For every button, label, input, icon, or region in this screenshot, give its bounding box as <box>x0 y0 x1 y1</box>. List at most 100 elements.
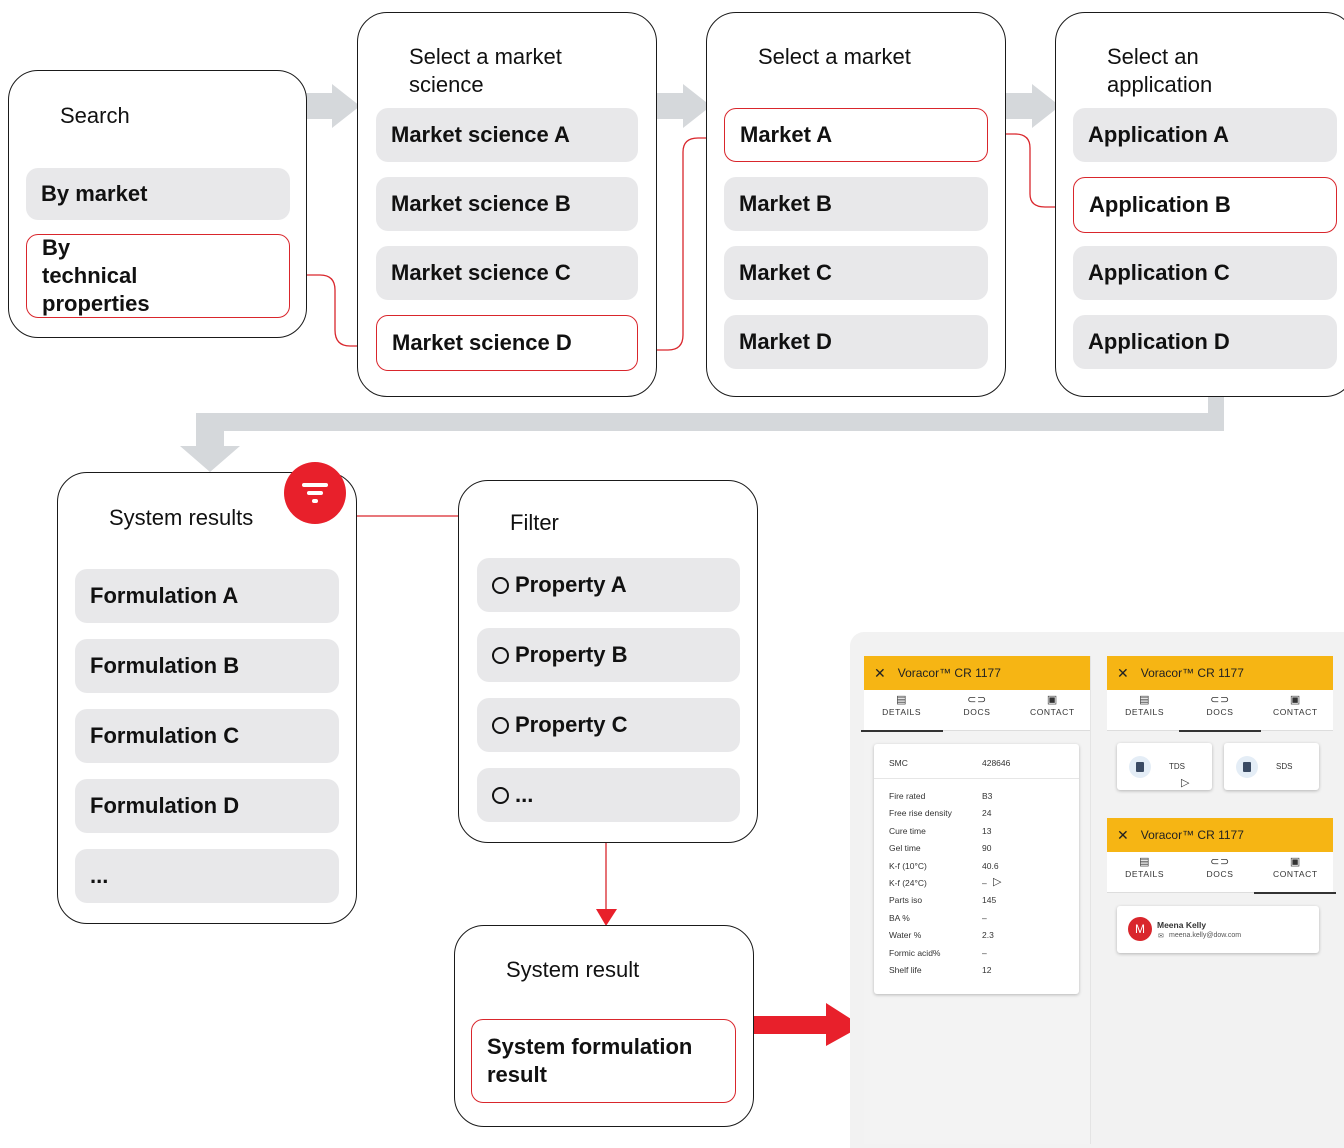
application-a-button[interactable]: Application A <box>1073 108 1337 162</box>
system-formulation-result-item[interactable]: System formulation result <box>471 1019 736 1103</box>
tab-docs[interactable]: ⊂⊃DOCS <box>1185 852 1255 892</box>
tab-details-label: DETAILS <box>882 707 922 717</box>
search-by-market-button[interactable]: By market <box>26 168 290 220</box>
property-label: Free rise density <box>889 808 952 819</box>
tab-details-label: DETAILS <box>1125 869 1165 879</box>
filter-icon-glyph <box>302 483 328 503</box>
market-science-a-button[interactable]: Market science A <box>376 108 638 162</box>
market-science-d-button[interactable]: Market science D <box>376 315 638 371</box>
property-value: 90 <box>982 843 992 854</box>
mail-icon: ✉ <box>1158 933 1164 940</box>
radio-icon[interactable] <box>492 646 509 664</box>
contact-panel-product: Voracor™ CR 1177 <box>1140 828 1244 842</box>
property-label: Parts iso <box>889 895 923 906</box>
contact-panel-header: ✕ Voracor™ CR 1177 <box>1107 818 1333 852</box>
details-panel-product: Voracor™ CR 1177 <box>897 666 1001 680</box>
property-label: BA % <box>889 912 910 923</box>
contact-email[interactable]: meena.kelly@dow.com <box>1169 932 1242 939</box>
property-label: K-f (24°C) <box>889 878 927 888</box>
property-more-label: ... <box>515 782 534 807</box>
property-label: Formic acid% <box>889 947 941 958</box>
tds-label: TDS <box>1169 762 1185 771</box>
filter-icon[interactable] <box>284 462 346 524</box>
details-panel-header: ✕ Voracor™ CR 1177 <box>864 656 1090 690</box>
tab-contact[interactable]: ▣CONTACT <box>1254 852 1337 894</box>
close-icon[interactable]: ✕ <box>1117 664 1129 681</box>
formulation-more-item[interactable]: ... <box>75 849 339 903</box>
formulation-d-item[interactable]: Formulation D <box>75 779 339 833</box>
property-value: – <box>982 912 987 923</box>
connector-tech-to-science-d <box>290 274 376 347</box>
search-by-technical-properties-button[interactable]: By technical properties <box>26 234 290 318</box>
tds-doc-card[interactable]: TDS ▷ <box>1117 743 1212 790</box>
flow-arrow-down <box>180 397 1224 472</box>
system-results-card: System results <box>57 472 357 924</box>
property-label: Water % <box>889 930 922 941</box>
filter-title: Filter <box>510 510 559 535</box>
property-label: Cure time <box>889 825 926 836</box>
property-value: 12 <box>982 965 992 975</box>
property-value: 24 <box>982 808 992 819</box>
application-c-button[interactable]: Application C <box>1073 246 1337 300</box>
smc-label: SMC <box>889 758 908 768</box>
contact-badge-icon: ▣ <box>1046 694 1058 706</box>
radio-icon[interactable] <box>492 786 509 804</box>
search-title: Search <box>60 103 130 128</box>
market-a-button[interactable]: Market A <box>724 108 988 162</box>
property-value: 145 <box>982 895 997 906</box>
property-a-option[interactable]: Property A <box>477 558 740 612</box>
cursor-icon: ▷ <box>1181 777 1190 789</box>
paperclip-icon: ⊂⊃ <box>1210 694 1230 706</box>
radio-icon[interactable] <box>492 576 509 594</box>
contact-badge-icon: ▣ <box>1289 856 1301 868</box>
tab-docs-label: DOCS <box>963 707 991 717</box>
market-d-button[interactable]: Market D <box>724 315 988 369</box>
contact-card[interactable]: M Meena Kelly ✉ meena.kelly@dow.com <box>1117 906 1319 953</box>
system-results-title: System results <box>109 505 254 530</box>
docs-panel-header: ✕ Voracor™ CR 1177 <box>1107 656 1333 690</box>
formulation-a-item[interactable]: Formulation A <box>75 569 339 623</box>
property-more-option[interactable]: ... <box>477 768 740 822</box>
sds-label: SDS <box>1276 762 1293 771</box>
formulation-c-item[interactable]: Formulation C <box>75 709 339 763</box>
connector-market-a-to-app-b <box>988 133 1074 208</box>
property-value: 13 <box>982 825 992 836</box>
formulation-b-item[interactable]: Formulation B <box>75 639 339 693</box>
close-icon[interactable]: ✕ <box>1117 826 1129 843</box>
radio-icon[interactable] <box>492 716 509 734</box>
document-icon <box>1129 756 1151 778</box>
paperclip-icon: ⊂⊃ <box>1210 856 1230 868</box>
property-value: 2.3 <box>982 930 994 941</box>
tab-contact[interactable]: ▣CONTACT <box>1017 690 1087 730</box>
tab-details[interactable]: ▤DETAILS <box>860 690 943 732</box>
market-science-c-button[interactable]: Market science C <box>376 246 638 300</box>
property-label: Shelf life <box>889 965 922 975</box>
flow-arrow-3 <box>1005 84 1060 128</box>
tab-details[interactable]: ▤DETAILS <box>1110 852 1180 892</box>
close-icon[interactable]: ✕ <box>874 664 886 681</box>
property-c-option[interactable]: Property C <box>477 698 740 752</box>
tab-docs[interactable]: ⊂⊃DOCS <box>1178 690 1261 732</box>
tab-details[interactable]: ▤DETAILS <box>1110 690 1180 730</box>
application-b-button[interactable]: Application B <box>1073 177 1337 233</box>
application-d-button[interactable]: Application D <box>1073 315 1337 369</box>
property-value: – <box>982 878 987 888</box>
tab-docs[interactable]: ⊂⊃DOCS <box>942 690 1012 730</box>
market-b-button[interactable]: Market B <box>724 177 988 231</box>
application-title: Select an application <box>1107 44 1213 97</box>
tab-docs-label: DOCS <box>1206 707 1234 717</box>
market-c-button[interactable]: Market C <box>724 246 988 300</box>
filter-down-arrowhead <box>596 909 617 926</box>
sds-doc-card[interactable]: SDS <box>1224 743 1319 790</box>
tab-contact[interactable]: ▣CONTACT <box>1260 690 1330 730</box>
property-b-option[interactable]: Property B <box>477 628 740 682</box>
property-b-label: Property B <box>515 642 628 667</box>
cursor-icon: ▷ <box>993 876 1002 888</box>
property-a-label: Property A <box>515 572 627 597</box>
avatar: M <box>1128 917 1152 941</box>
market-science-b-button[interactable]: Market science B <box>376 177 638 231</box>
property-value: 40.6 <box>982 860 999 871</box>
property-label: K-f (10°C) <box>889 860 927 871</box>
